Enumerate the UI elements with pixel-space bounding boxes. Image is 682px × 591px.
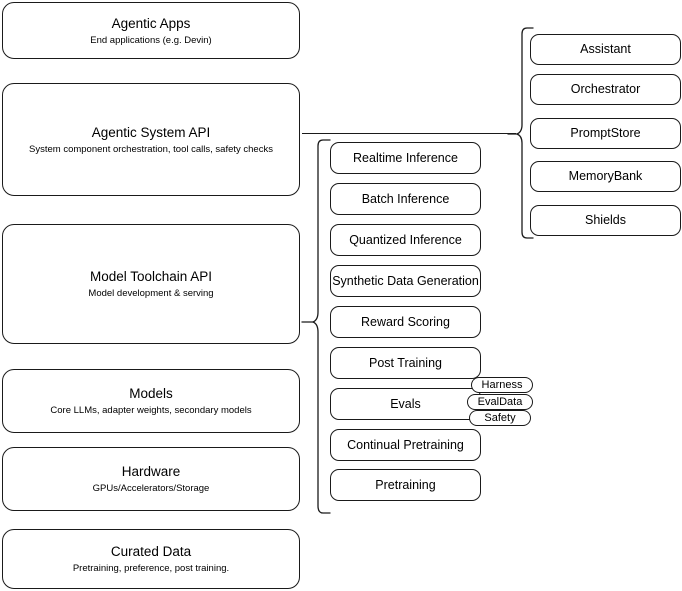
component-box-realtime-inference[interactable]: Realtime Inference: [330, 142, 481, 174]
component-box-synthetic-data-generation[interactable]: Synthetic Data Generation: [330, 265, 481, 297]
layer-box-hardware[interactable]: Hardware GPUs/Accelerators/Storage: [2, 447, 300, 511]
layer-subtitle: Core LLMs, adapter weights, secondary mo…: [50, 405, 252, 416]
layer-title: Agentic Apps: [111, 15, 191, 31]
layer-subtitle: Model development & serving: [88, 288, 214, 299]
eval-badge-safety[interactable]: Safety: [469, 410, 531, 426]
layer-title: Models: [129, 386, 173, 401]
component-label: Pretraining: [375, 477, 436, 492]
layer-box-curated-data[interactable]: Curated Data Pretraining, preference, po…: [2, 529, 300, 589]
layer-subtitle: GPUs/Accelerators/Storage: [92, 483, 210, 494]
brace-model-toolchain: [301, 139, 331, 514]
layer-title: Curated Data: [110, 544, 192, 559]
component-box-shields[interactable]: Shields: [530, 205, 681, 236]
component-box-assistant[interactable]: Assistant: [530, 34, 681, 65]
component-label: Post Training: [369, 355, 442, 370]
component-box-pretraining[interactable]: Pretraining: [330, 469, 481, 501]
layer-subtitle: End applications (e.g. Devin): [90, 34, 212, 46]
component-box-continual-pretraining[interactable]: Continual Pretraining: [330, 429, 481, 461]
component-label: Quantized Inference: [349, 232, 462, 247]
layer-subtitle: System component orchestration, tool cal…: [29, 143, 273, 155]
layer-title: Agentic System API: [91, 124, 211, 140]
layer-box-model-toolchain-api[interactable]: Model Toolchain API Model development & …: [2, 224, 300, 344]
component-label: Batch Inference: [361, 191, 450, 206]
layer-subtitle: Pretraining, preference, post training.: [72, 563, 230, 574]
component-box-evals[interactable]: Evals: [330, 388, 481, 420]
component-label: Shields: [585, 213, 626, 227]
component-label: PromptStore: [570, 126, 641, 140]
component-box-post-training[interactable]: Post Training: [330, 347, 481, 379]
component-label: Assistant: [580, 42, 631, 56]
component-label: Continual Pretraining: [347, 437, 464, 452]
component-box-reward-scoring[interactable]: Reward Scoring: [330, 306, 481, 338]
component-label: MemoryBank: [568, 169, 643, 183]
eval-badge-evaldata[interactable]: EvalData: [467, 394, 533, 410]
component-label: Synthetic Data Generation: [332, 273, 479, 288]
component-box-memorybank[interactable]: MemoryBank: [530, 161, 681, 192]
component-box-orchestrator[interactable]: Orchestrator: [530, 74, 681, 105]
component-label: Realtime Inference: [353, 150, 458, 165]
component-label: Reward Scoring: [361, 314, 450, 329]
brace-agentic-system: [507, 27, 534, 239]
component-box-promptstore[interactable]: PromptStore: [530, 118, 681, 149]
component-label: Evals: [390, 396, 421, 411]
layer-title: Model Toolchain API: [89, 269, 213, 284]
layer-box-agentic-apps[interactable]: Agentic Apps End applications (e.g. Devi…: [2, 2, 300, 59]
layer-title: Hardware: [121, 464, 181, 479]
layer-box-models[interactable]: Models Core LLMs, adapter weights, secon…: [2, 369, 300, 433]
component-label: Orchestrator: [570, 82, 641, 96]
eval-badge-harness[interactable]: Harness: [471, 377, 533, 393]
component-box-quantized-inference[interactable]: Quantized Inference: [330, 224, 481, 256]
component-box-batch-inference[interactable]: Batch Inference: [330, 183, 481, 215]
layer-box-agentic-system-api[interactable]: Agentic System API System component orch…: [2, 83, 300, 196]
connector-agentic-system-to-components: [302, 133, 516, 135]
